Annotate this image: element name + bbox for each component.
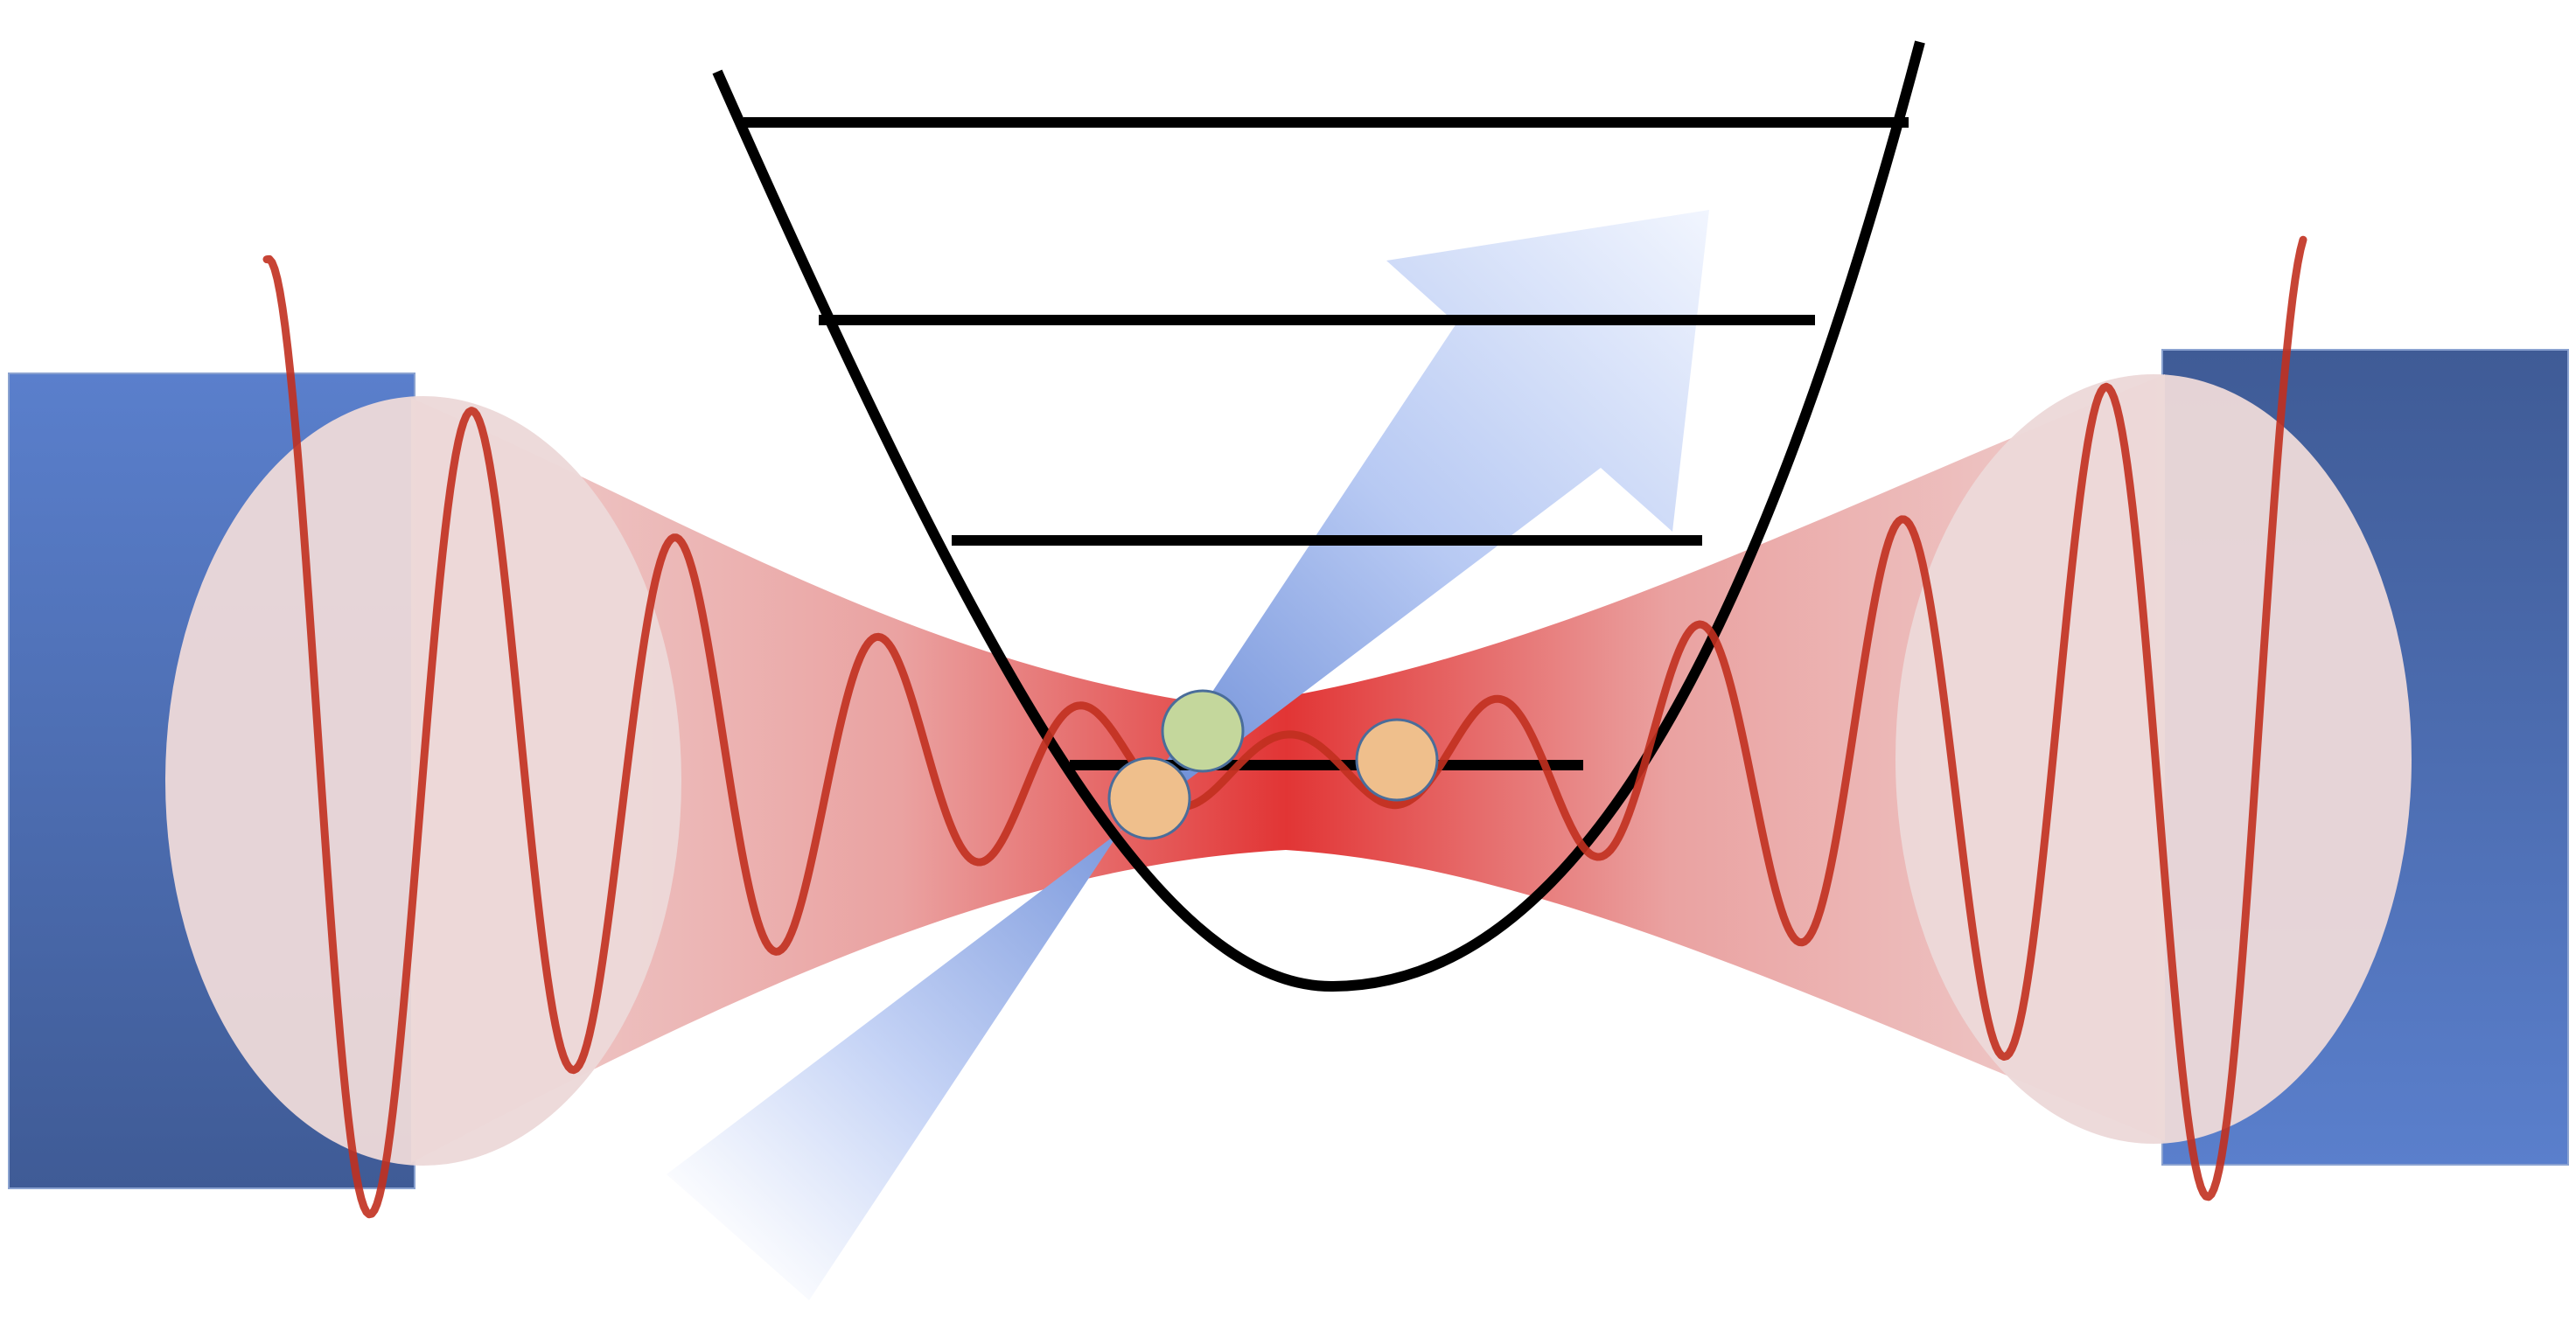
particle-orange-right [1355, 718, 1439, 802]
particle-green [1161, 689, 1245, 773]
particle-orange-left [1107, 756, 1191, 840]
potential-well [712, 40, 1925, 992]
energy-levels [743, 117, 1909, 770]
light-wave [262, 235, 2307, 1219]
